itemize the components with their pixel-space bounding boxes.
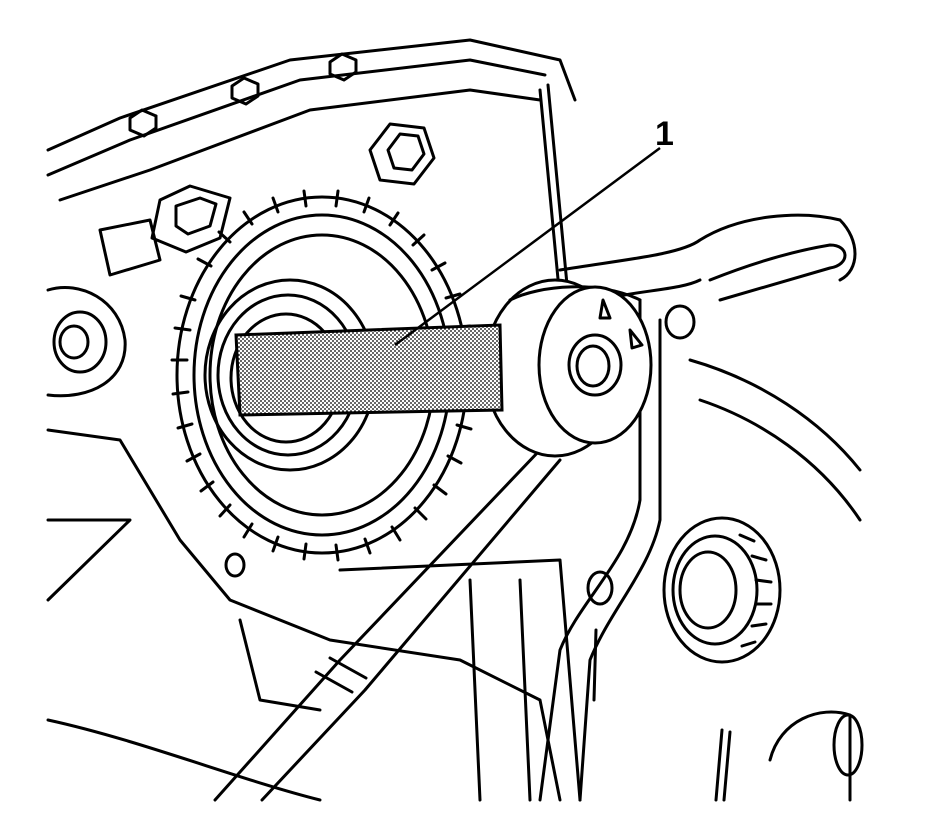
tool-handle <box>213 448 562 802</box>
callout-number: 1 <box>655 115 674 153</box>
flange-bolt <box>128 108 158 138</box>
left-output-boss <box>46 218 162 398</box>
flange-bolt <box>328 52 358 82</box>
roller-bearing <box>662 516 782 664</box>
housing-lower <box>46 428 582 802</box>
callout-1: 1 <box>394 115 674 347</box>
lower-right-fitting <box>714 710 864 802</box>
tool-drive-head <box>483 278 653 458</box>
housing-right-casting <box>538 213 862 802</box>
special-tool-bar <box>234 323 504 417</box>
electrical-connector <box>368 122 436 186</box>
callout-leader-line <box>394 146 661 347</box>
flange-bolt <box>230 76 260 106</box>
housing-top-flange <box>46 38 577 302</box>
electrical-connector <box>150 184 232 254</box>
